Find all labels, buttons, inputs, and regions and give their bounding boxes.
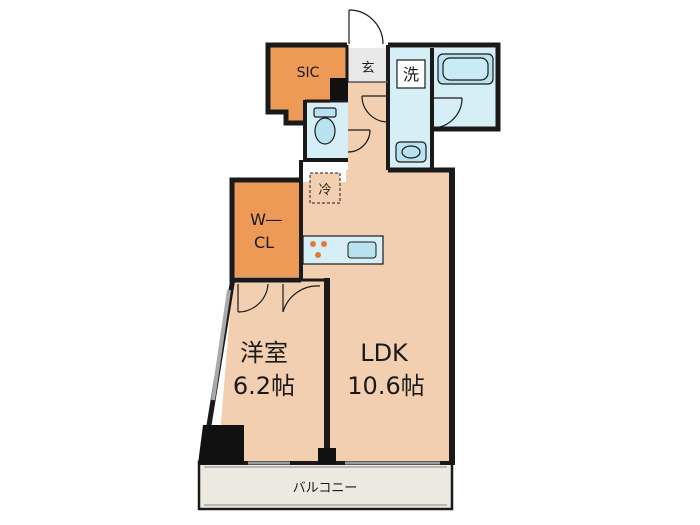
western-room-name: 洋室 <box>240 339 288 367</box>
fridge-label: 冷 <box>318 183 331 198</box>
ldk-room-size: 10.6帖 <box>347 372 424 400</box>
structural-column <box>198 425 244 464</box>
balcony <box>197 460 454 511</box>
stove-burner-icon <box>310 241 316 247</box>
western-room-size: 6.2帖 <box>233 372 295 400</box>
walk-in-closet <box>232 182 301 277</box>
kitchen-counter <box>302 235 384 265</box>
washer-box <box>396 59 426 89</box>
western-door <box>237 283 321 313</box>
washroom-label: 洗 <box>403 65 419 84</box>
window-left <box>211 289 231 401</box>
entrance-door <box>348 9 384 45</box>
ldk-room-name: LDK <box>360 339 409 367</box>
wcl-label-line1: W― <box>250 210 282 229</box>
washbasin-icon <box>395 141 427 163</box>
sic-label: SIC <box>297 65 320 81</box>
kitchen-sink-icon <box>347 241 377 259</box>
fridge-space <box>309 172 341 204</box>
center-pillar <box>318 448 336 464</box>
toilet-icon <box>313 107 337 145</box>
western-room <box>203 278 324 462</box>
wcl-label-line2: CL <box>254 233 274 252</box>
hallway <box>348 82 388 172</box>
entrance-label: 玄 <box>361 61 374 76</box>
structural-pillar <box>330 78 348 100</box>
entrance <box>348 48 388 82</box>
balcony-label: バルコニー <box>293 481 358 496</box>
bathtub-icon <box>437 53 494 85</box>
